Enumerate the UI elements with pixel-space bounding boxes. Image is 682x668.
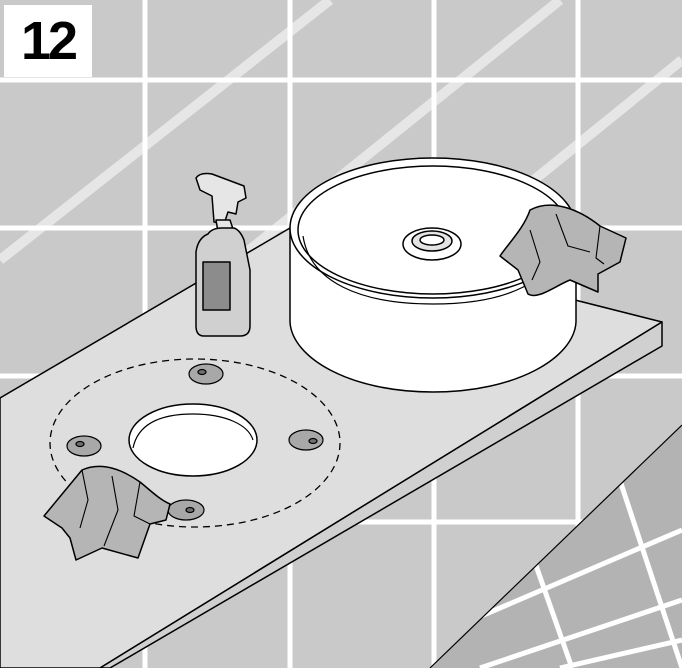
adhesive-pad-icon: [167, 499, 205, 521]
vessel-sink: [289, 157, 577, 393]
adhesive-pad-icon: [188, 363, 224, 385]
step-badge: 12: [4, 5, 92, 77]
adhesive-pad-icon: [288, 429, 324, 451]
step-number: 12: [20, 11, 78, 71]
spray-bottle-icon: [195, 172, 251, 337]
cleaning-cloth-icon: [43, 465, 171, 561]
countertop-hole: [128, 403, 258, 477]
drain: [402, 227, 462, 261]
cleaning-cloth-icon: [499, 204, 627, 297]
placement-outline: [49, 358, 341, 528]
wall-floor-edge: [429, 424, 682, 668]
adhesive-pad-icon: [66, 435, 102, 457]
